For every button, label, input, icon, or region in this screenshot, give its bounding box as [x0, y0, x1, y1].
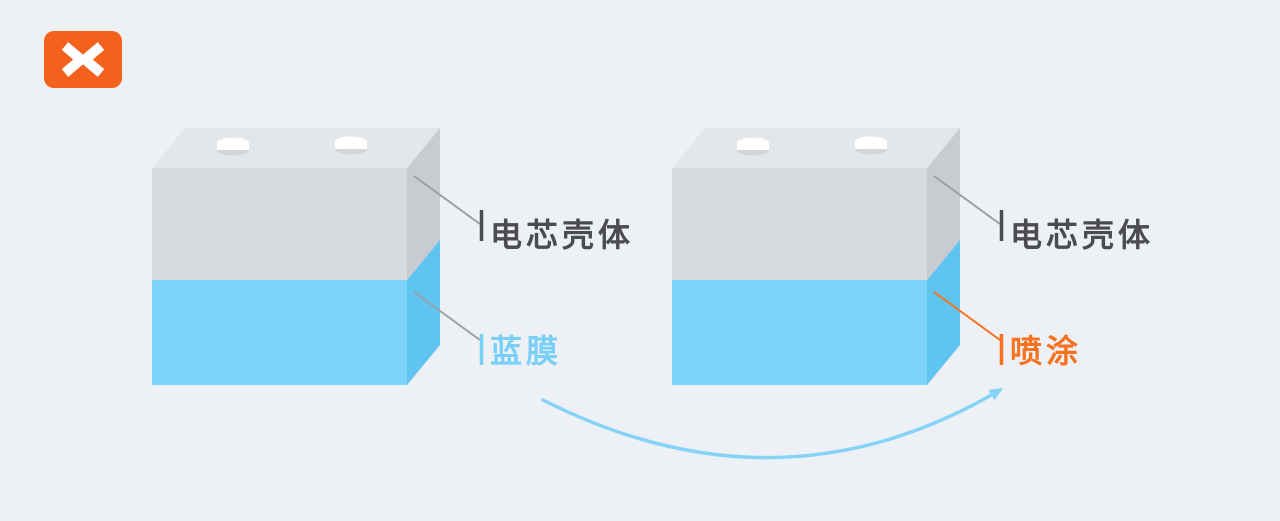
- left-cell-top-face: [152, 128, 440, 168]
- brand-logo-icon: [44, 31, 122, 88]
- left-film-leader-line: [413, 291, 481, 341]
- logo-chevron-left-icon: [77, 42, 105, 77]
- left-casing-leader-line: [413, 175, 481, 225]
- right-cell-side-casing: [927, 128, 960, 280]
- left-cell-front-film: [152, 280, 407, 385]
- left-battery-cell: [152, 128, 440, 385]
- battery-terminal: [335, 136, 367, 155]
- terminal-cap: [335, 136, 367, 148]
- left-cell-side-film: [407, 240, 440, 385]
- label-right-casing: 电芯壳体: [1010, 217, 1155, 253]
- right-cell-top-face: [672, 128, 960, 168]
- label-left-casing: 电芯壳体: [490, 217, 635, 253]
- right-casing-leader-line: [933, 175, 1001, 225]
- right-cell-front-casing: [672, 168, 927, 280]
- left-cell-front-casing: [152, 168, 407, 280]
- label-right-coating: 喷涂: [1010, 333, 1083, 369]
- terminal-cap: [737, 137, 769, 149]
- right-cell-side-coating: [927, 240, 960, 385]
- transition-arrow: [541, 387, 1004, 460]
- right-coating-leader-line: [933, 291, 1001, 341]
- right-battery-cell: [672, 128, 960, 385]
- battery-terminal: [217, 137, 249, 156]
- label-left-film: 蓝膜: [490, 333, 563, 369]
- right-cell-front-coating: [672, 280, 927, 385]
- battery-terminal: [855, 136, 887, 155]
- left-cell-side-casing: [407, 128, 440, 280]
- terminal-cap: [855, 136, 887, 148]
- battery-terminal: [737, 137, 769, 156]
- brand-logo: [44, 31, 122, 88]
- terminal-cap: [217, 137, 249, 149]
